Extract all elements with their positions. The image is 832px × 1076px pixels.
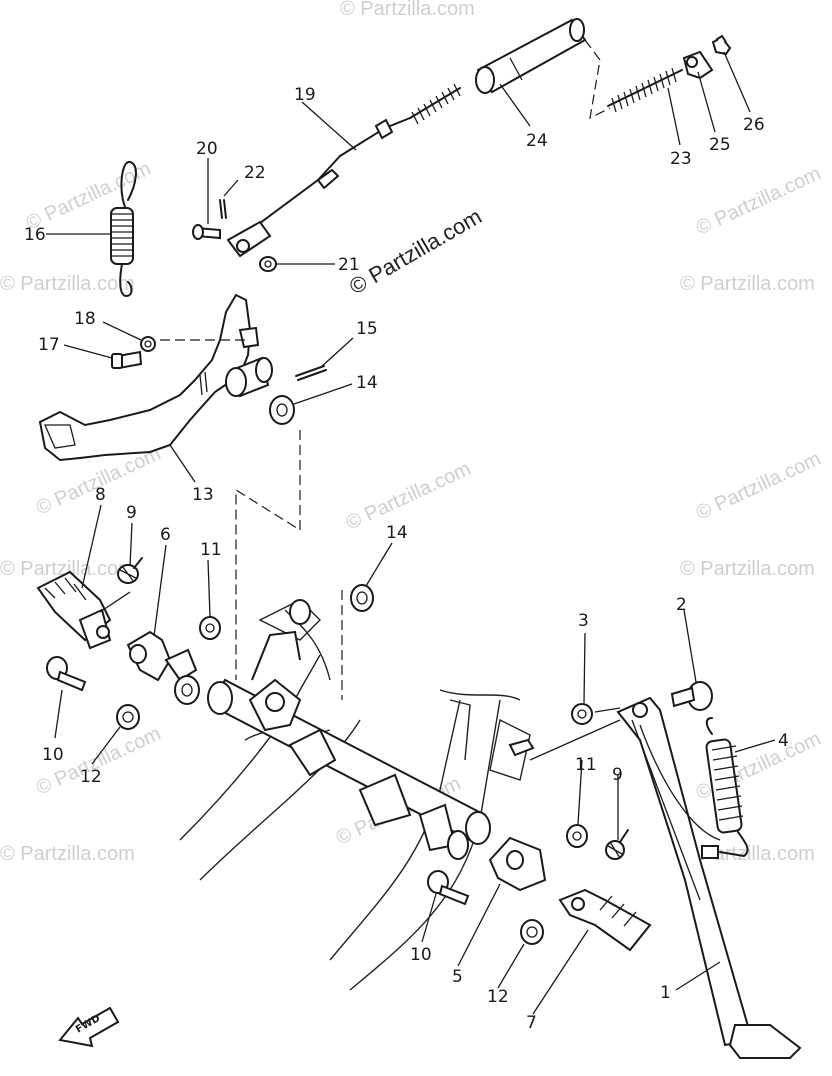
stand-mount-line — [529, 719, 621, 761]
part-25-adjuster — [682, 50, 714, 80]
callout-23: 23 — [670, 149, 692, 169]
part-14-seal-upper — [269, 395, 295, 425]
pivot-shaft — [207, 599, 535, 860]
callout-21: 21 — [338, 255, 360, 275]
callout-7: 7 — [526, 1013, 537, 1033]
part-6-footrest-bracket-left — [126, 630, 200, 705]
watermark-right-4: © Partzilla.com — [693, 448, 824, 525]
part-1-sidestand — [616, 696, 802, 1059]
callout-25: 25 — [709, 135, 731, 155]
watermark-top: © Partzilla.com — [340, 0, 475, 20]
callout-11a: 11 — [200, 540, 222, 560]
callout-19: 19 — [294, 85, 316, 105]
part-26-wing-nut — [711, 34, 732, 56]
part-5-footrest-bracket-right — [488, 836, 547, 892]
part-3-collar — [571, 703, 593, 725]
callout-17: 17 — [38, 335, 60, 355]
part-22-cotter-pin — [219, 199, 227, 219]
part-11-nut-right — [566, 824, 588, 848]
callout-12b: 12 — [487, 987, 509, 1007]
frame-outline — [179, 599, 531, 991]
part-2-pivot-bolt — [670, 681, 713, 711]
watermark-left-5: © Partzilla.com — [0, 843, 135, 865]
callout-3: 3 — [578, 611, 589, 631]
part-11-nut-left — [199, 616, 221, 640]
callout-12a: 12 — [80, 767, 102, 787]
callout-10a: 10 — [42, 745, 64, 765]
part-10-bolt-left — [46, 656, 87, 692]
part-10-bolt-right — [427, 870, 470, 906]
watermark-right-3: © Partzilla.com — [680, 558, 815, 580]
rod-clevis — [226, 220, 272, 258]
callout-1: 1 — [660, 983, 671, 1003]
part-24-rod-sleeve — [475, 18, 587, 94]
fwd-arrow: FWD — [58, 1006, 120, 1048]
part-8-footrest-left — [36, 570, 112, 650]
part-15-cotter-pin — [295, 365, 327, 381]
part-20-clevis-pin — [192, 224, 221, 240]
part-9-spring-left — [117, 557, 143, 584]
callout-13: 13 — [192, 485, 214, 505]
leader-lines — [46, 51, 776, 1015]
callout-9a: 9 — [126, 503, 137, 523]
callout-14b: 14 — [386, 523, 408, 543]
callout-9b: 9 — [612, 765, 623, 785]
callout-2: 2 — [676, 595, 687, 615]
callout-labels: 19 20 22 21 16 18 17 15 14 13 24 23 25 2… — [24, 85, 789, 1033]
callout-5: 5 — [452, 967, 463, 987]
watermark-right-2: © Partzilla.com — [693, 163, 824, 240]
part-12-nut-right — [520, 919, 544, 945]
watermark-mid-1: © Partzilla.com — [343, 458, 474, 535]
watermark-left-3: © Partzilla.com — [0, 558, 135, 580]
callout-4: 4 — [778, 731, 789, 751]
part-16-return-spring — [110, 161, 137, 297]
callout-6: 6 — [160, 525, 171, 545]
callout-18: 18 — [74, 309, 96, 329]
part-13-brake-pedal — [38, 293, 273, 462]
rod-dash-line — [584, 39, 611, 120]
part-7-footrest-right — [558, 888, 652, 952]
part-17-bolt — [111, 350, 143, 370]
part-9-spring-right — [605, 829, 629, 860]
callout-24: 24 — [526, 131, 548, 151]
left-footrest-dash — [99, 591, 131, 613]
part-19-brake-rod — [247, 83, 461, 233]
callout-16: 16 — [24, 225, 46, 245]
part-4-stand-spring — [701, 717, 749, 859]
callout-22: 22 — [244, 163, 266, 183]
callout-15: 15 — [356, 319, 378, 339]
callout-26: 26 — [743, 115, 765, 135]
collar-line — [594, 707, 621, 713]
pedal-dash-line — [235, 430, 301, 680]
watermark-right-1: © Partzilla.com — [680, 273, 815, 295]
part-18-washer — [140, 336, 156, 352]
watermark-left-1: © Partzilla.com — [0, 273, 135, 295]
part-14-seal-lower — [350, 584, 374, 612]
watermark-left-6: © Partzilla.com — [23, 158, 154, 235]
part-21-washer — [259, 256, 277, 272]
callout-8: 8 — [95, 485, 106, 505]
callout-14a: 14 — [356, 373, 378, 393]
part-23-spring — [607, 67, 683, 113]
part-12-nut-left — [116, 704, 140, 730]
callout-20: 20 — [196, 139, 218, 159]
watermark-main: © Partzilla.com — [345, 204, 486, 300]
callout-11b: 11 — [575, 755, 597, 775]
callout-10b: 10 — [410, 945, 432, 965]
